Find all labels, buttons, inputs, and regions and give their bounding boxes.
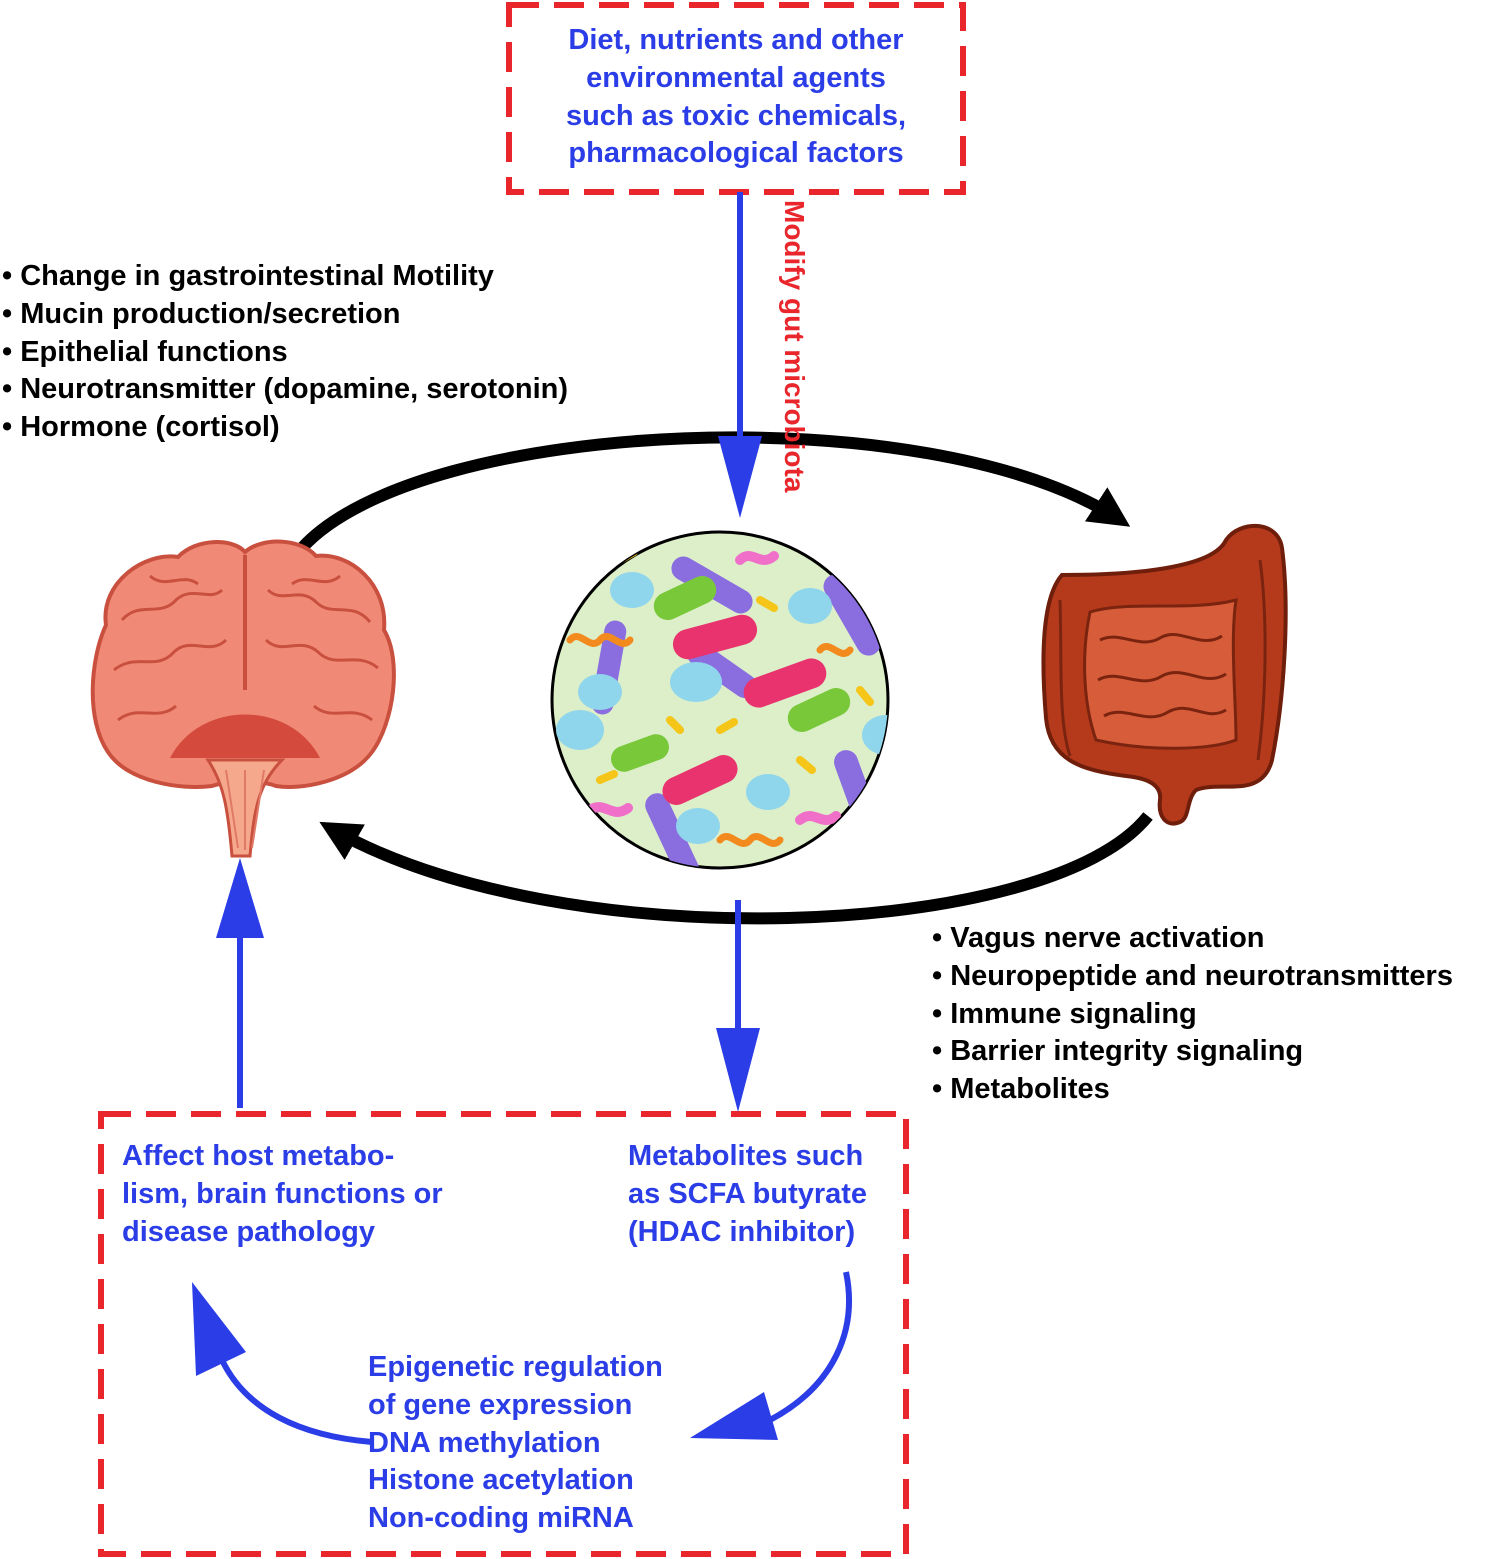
- cycle-arrow-bottom: [319, 812, 1153, 925]
- gut-signals-list: Vagus nerve activation Neuropeptide and …: [932, 920, 1453, 1109]
- host-effect-text: Affect host metabo- lism, brain function…: [122, 1138, 443, 1251]
- arrow-epigenetic-to-host: [192, 1282, 373, 1445]
- metabolites-text: Metabolites such as SCFA butyrate (HDAC …: [628, 1138, 867, 1251]
- gut-microbiota-icon: [550, 530, 890, 870]
- host-effect-line: Affect host metabo-: [122, 1140, 395, 1172]
- epigenetic-line: Non-coding miRNA: [368, 1502, 634, 1535]
- metabolites-line: as SCFA butyrate: [628, 1177, 868, 1210]
- list-item: Change in gastrointestinal Motility: [2, 258, 568, 296]
- intestine-icon: [1041, 524, 1288, 826]
- brain-icon: [90, 539, 396, 858]
- environmental-factors-text: Diet, nutrients and other environmental …: [520, 22, 952, 173]
- list-item: Mucin production/secretion: [2, 296, 568, 334]
- arrow-metabolites-to-epigenetic: [690, 1271, 852, 1440]
- list-item: Neurotransmitter (dopamine, serotonin): [2, 371, 568, 409]
- top-dashed-box: [506, 2, 966, 195]
- metabolites-line: Metabolites such: [628, 1140, 864, 1172]
- epigenetic-line: DNA methylation: [368, 1426, 601, 1459]
- environmental-line: environmental agents: [586, 61, 886, 94]
- modify-gut-microbiota-label: Modify gut microbiota: [779, 200, 810, 493]
- epigenetic-line: Histone acetylation: [368, 1464, 634, 1497]
- arrow-microbiota-to-metabolites: [716, 900, 760, 1112]
- list-item: Metabolites: [932, 1071, 1453, 1109]
- list-item: Hormone (cortisol): [2, 409, 568, 447]
- host-effect-line: disease pathology: [122, 1215, 376, 1248]
- epigenetic-line: Epigenetic regulation: [368, 1351, 663, 1383]
- epigenetic-line: of gene expression: [368, 1388, 633, 1421]
- epigenetic-text: Epigenetic regulation of gene expression…: [368, 1349, 663, 1538]
- list-item: Immune signaling: [932, 996, 1453, 1034]
- environmental-line: such as toxic chemicals,: [565, 99, 907, 132]
- arrow-environment-to-microbiota: [718, 192, 762, 518]
- list-item: Neuropeptide and neurotransmitters: [932, 958, 1453, 996]
- environmental-line: Diet, nutrients and other: [568, 24, 904, 56]
- cycle-arrow-top: [297, 431, 1131, 553]
- bottom-dashed-box: [98, 1111, 909, 1557]
- environmental-line: pharmacological factors: [568, 137, 904, 170]
- list-item: Barrier integrity signaling: [932, 1033, 1453, 1071]
- list-item: Vagus nerve activation: [932, 920, 1453, 958]
- host-effect-line: lism, brain functions or: [122, 1177, 443, 1210]
- brain-effects-list: Change in gastrointestinal Motility Muci…: [2, 258, 568, 447]
- metabolites-line: (HDAC inhibitor): [628, 1215, 856, 1248]
- list-item: Epithelial functions: [2, 334, 568, 372]
- arrow-host-to-brain: [216, 858, 264, 1108]
